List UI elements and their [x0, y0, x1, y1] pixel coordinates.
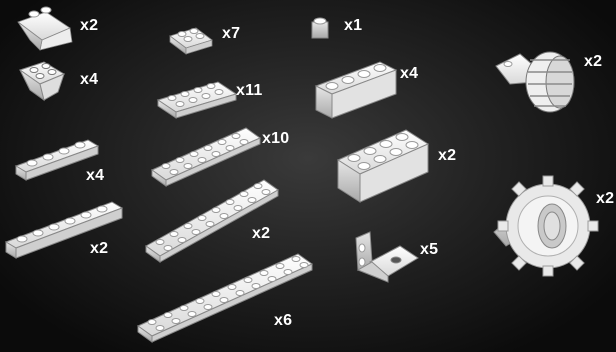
plate-2x4-icon [158, 82, 236, 118]
qty-label-wheel: x2 [584, 53, 602, 71]
brick-1x1-icon [312, 18, 328, 38]
brick-1x4-icon [316, 62, 396, 118]
qty-label-brick-1x1: x1 [344, 17, 362, 35]
qty-label-slope-brick: x2 [80, 17, 98, 35]
qty-label-plate-1x4: x4 [86, 167, 104, 185]
brick-2x4-icon [338, 130, 428, 202]
wheel-icon [496, 52, 574, 112]
qty-label-bracket: x5 [420, 241, 438, 259]
qty-label-plate-2x4: x11 [236, 82, 262, 100]
plate-2x8-icon [146, 180, 278, 262]
qty-label-plate-2x10: x6 [274, 312, 292, 330]
qty-label-plate-1x6: x2 [90, 240, 108, 258]
slope-brick-icon [18, 7, 72, 50]
qty-label-brick-1x4: x4 [400, 65, 418, 83]
qty-label-inverted-slope: x4 [80, 71, 98, 89]
qty-label-brick-2x4: x2 [438, 147, 456, 165]
qty-label-gear-wheel: x2 [596, 190, 614, 208]
gear-wheel-icon [494, 176, 598, 276]
qty-label-plate-2x6: x10 [262, 130, 289, 148]
qty-label-plate-2x8: x2 [252, 225, 270, 243]
plate-2x6-icon [152, 128, 260, 186]
qty-label-plate-2x2: x7 [222, 25, 240, 43]
inverted-slope-icon [20, 62, 64, 100]
plate-2x2-icon [170, 28, 212, 54]
bracket-icon [356, 232, 418, 282]
